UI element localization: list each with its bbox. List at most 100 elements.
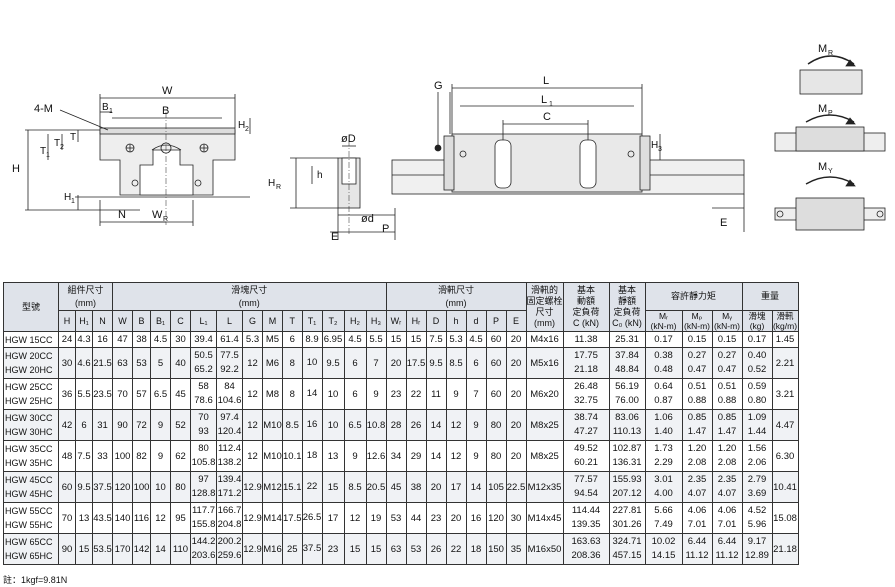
cell-line: 128.8 <box>191 488 216 499</box>
label-P: P <box>382 223 389 235</box>
table-cell: 17.5 <box>405 347 427 379</box>
table-cell: 60 <box>485 331 507 348</box>
cell-line: 92.2 <box>220 364 239 375</box>
cell-line: 7.01 <box>687 519 707 530</box>
label-H3-sub: 3 <box>658 146 662 153</box>
table-cell: 38 <box>132 331 151 348</box>
cell-line: 171.2 <box>217 488 242 499</box>
label-MP: M <box>818 103 827 115</box>
table-cell: M12x35 <box>525 471 564 503</box>
subheader-cell: N <box>92 310 113 332</box>
table-cell: 8.5 <box>343 471 367 503</box>
cell-line: 0.64 <box>654 381 673 392</box>
cell-line: 104.6 <box>217 395 242 406</box>
table-cell: 20 <box>385 347 407 379</box>
table-cell: 5.5 <box>365 331 387 348</box>
cell-line: 3.01 <box>654 474 673 485</box>
cell-line: 0.87 <box>654 395 673 406</box>
header-stat-line4: C₀ (kN) <box>612 318 642 328</box>
table-cell: 30 <box>170 331 191 348</box>
table-cell: 6.95 <box>321 331 345 348</box>
header-dynamic-load: 基本 動額 定負荷 C (kN) <box>562 282 610 332</box>
table-cell: 72 <box>132 409 151 441</box>
table-cell: 10 <box>301 347 323 379</box>
cell-line: 16 <box>306 419 318 430</box>
cell-line: 1.47 <box>687 426 707 437</box>
label-G: G <box>434 80 443 92</box>
table-cell: 70 <box>58 502 76 534</box>
technical-drawings: W B B 1 4-M T T 1 T 2 H H 1 H 2 N W R øD… <box>12 43 886 243</box>
cell-line: 0.47 <box>687 364 707 375</box>
table-cell: M16x50 <box>525 533 564 565</box>
cell-line: 18 <box>306 450 318 461</box>
table-cell: 6 <box>75 409 93 441</box>
table-cell: 15 <box>343 533 367 565</box>
table-cell: 20 <box>505 409 527 441</box>
table-cell: 105 <box>485 471 507 503</box>
cell-line: 4.00 <box>654 488 673 499</box>
cell-line: 38.74 <box>574 412 598 423</box>
cell-line: 60.21 <box>574 457 598 468</box>
table-cell: 60 <box>485 347 507 379</box>
subheader-cell: W <box>112 310 133 332</box>
header-dyn-line2: 動額 <box>577 296 596 306</box>
cell-line: 93 <box>198 426 209 437</box>
table-cell: 17 <box>321 502 345 534</box>
table-cell: 6 <box>343 378 367 410</box>
table-cell: 18 <box>465 533 487 565</box>
label-N: N <box>118 209 126 221</box>
cell-line: 70 <box>198 412 209 423</box>
table-cell: 6 <box>465 347 487 379</box>
cell-line: 102.87 <box>612 443 642 454</box>
label-phid: ød <box>361 213 374 225</box>
table-cell: 53 <box>132 347 151 379</box>
cell-line: 0.27 <box>717 350 737 361</box>
table-cell: 95 <box>170 502 191 534</box>
cell-line: 97.4 <box>220 412 239 423</box>
moment-unit: (kN-m) <box>714 321 740 331</box>
cell-line: 48.84 <box>615 364 639 375</box>
cell-line: 65.2 <box>194 364 213 375</box>
table-cell: 8 <box>282 378 303 410</box>
table-cell: 22 <box>405 378 427 410</box>
cell-line: 2.06 <box>747 457 767 468</box>
moment-unit: (kN-m) <box>650 321 677 331</box>
cell-line: 22 <box>306 481 318 492</box>
table-cell: 12 <box>242 409 263 441</box>
table-cell: 100 <box>132 471 151 503</box>
cell-line: HGW 30CC <box>5 413 53 423</box>
table-cell: 23 <box>321 533 345 565</box>
moment-labels: M R M P M Y <box>818 43 833 175</box>
cell-line: 11.12 <box>715 550 739 561</box>
table-cell: 20 <box>445 502 467 534</box>
cell-line: 77.5 <box>220 350 239 361</box>
label-MR-sub: R <box>828 50 833 57</box>
subheader-cell: P <box>485 310 507 332</box>
table-cell: 35 <box>505 533 527 565</box>
cell-line: 26.48 <box>574 381 598 392</box>
cell-line: 1.40 <box>654 426 673 437</box>
label-B1-sub: 1 <box>109 108 113 115</box>
table-cell: 4.47 <box>771 409 799 441</box>
header-stat-line2: 靜額 <box>618 296 637 306</box>
cell-line: 110.13 <box>612 426 642 437</box>
table-cell: 6 <box>282 331 303 348</box>
cell-line: 136.31 <box>612 457 642 468</box>
table-cell: HGW 15CC <box>3 331 59 348</box>
table-cell: 12 <box>150 502 171 534</box>
subheader-cell: h <box>445 310 467 332</box>
